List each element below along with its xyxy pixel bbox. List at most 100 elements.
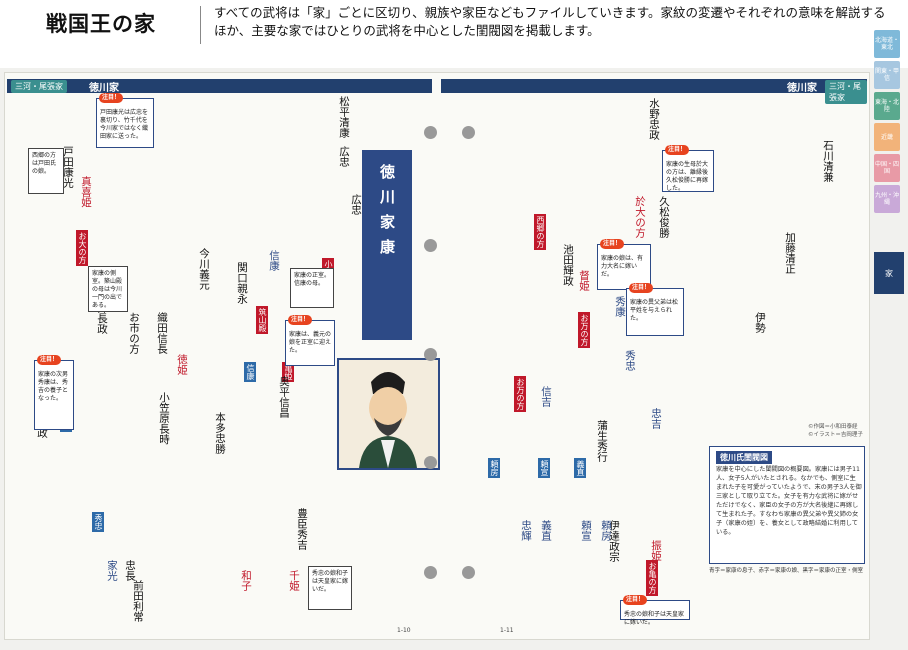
name-furihime: 振姫 <box>650 540 662 561</box>
ieyasu-portrait <box>337 358 440 470</box>
name-hideyasu: 秀康 <box>614 296 626 317</box>
tab-kinki[interactable]: 近畿 <box>874 123 900 151</box>
note-toda: 注目！ 戸田康光は広忠を裏切り、竹千代を今川家ではなく織田家に送った。 <box>96 93 154 148</box>
name-tadanaga: 忠長 <box>124 560 136 581</box>
header-divider <box>200 6 201 44</box>
note-badge: 注目！ <box>37 355 62 365</box>
tab-tokai[interactable]: 東海・北陸 <box>874 92 900 120</box>
name-iemitsu: 家光 <box>106 560 118 581</box>
name-ikeda: 池田輝政 <box>562 244 574 286</box>
name-oda: 織田信長 <box>156 312 168 354</box>
box-kazuko: 秀忠の娘和子は天皇家に嫁いだ。 <box>308 566 352 610</box>
tab-chugoku[interactable]: 中国・四国 <box>874 154 900 182</box>
note-toda-text: 戸田康光は広忠を裏切り、竹千代を今川家ではなく織田家に送った。 <box>100 109 149 140</box>
info-box-title: 徳川氏閨閥図 <box>716 451 772 464</box>
name-hirotada: 広忠 <box>350 194 362 215</box>
name-ogasawara: 小笠原長時 <box>158 392 170 445</box>
name-mizuno: 水野忠政 <box>648 98 660 140</box>
label-oman: お万の方 <box>578 312 590 348</box>
name-nobuyoshi: 信吉 <box>540 386 552 407</box>
info-box-body: 家康を中心にした閨閥図の概要図。家康には男子11人、女子5人がいたとされる。なか… <box>716 466 862 536</box>
right-region-tag: 三河・尾張家 <box>825 80 867 104</box>
note-ikeda: 注目！ 家康の娘は、有力大名に嫁いだ。 <box>597 239 651 290</box>
name-senhime: 千姫 <box>288 570 300 591</box>
name-nobuyasu: 信康 <box>268 250 280 271</box>
label-yoritomo: 頼房 <box>488 458 500 478</box>
name-hirotada-top: 広忠 <box>338 146 350 167</box>
note-date: 注目！ 秀忠の娘和子は天皇家に嫁いだ。 <box>620 595 690 626</box>
note-odai: 注目！ 家康の生母於大の方は、離縁後久松俊勝に再嫁した。 <box>662 145 714 192</box>
tab-ie-active[interactable]: 家 <box>874 252 904 294</box>
name-kato: 加藤清正 <box>784 232 796 274</box>
name-maeda: 前田利常 <box>132 580 144 622</box>
note-badge: 注目！ <box>629 283 654 293</box>
note-badge: 注目！ <box>99 93 124 103</box>
name-tokuhime-oda: 徳姫 <box>176 354 188 375</box>
note-ikeda-text: 家康の娘は、有力大名に嫁いだ。 <box>601 255 644 278</box>
credits: ©作図＝小和田泰経 ©イラスト＝吉岡理子 <box>808 423 863 439</box>
label-omanu: お万の方 <box>514 376 526 412</box>
note-badge: 注目！ <box>623 595 648 605</box>
name-odai: 於大の方 <box>634 196 646 238</box>
name-tadayoshi: 忠吉 <box>650 408 662 429</box>
name-toda: 戸田康光 <box>62 146 74 188</box>
tab-tohoku[interactable]: 北海道・東北 <box>874 30 900 58</box>
decor-dot <box>462 566 475 579</box>
box-chikugo: 家康の側室。築山殿の母は今川一門の出である。 <box>88 266 128 312</box>
label-chikugo: 筑山殿 <box>256 306 268 334</box>
box-saigo: 西郷の方は戸田氏の娘。 <box>28 148 64 194</box>
note-hidetada: 注目！ 家康の次男秀康は、秀吉の養子となった。 <box>34 355 74 430</box>
decor-dot <box>424 566 437 579</box>
page-number-right: 1-11 <box>500 627 514 634</box>
name-yorifusa: 頼房 <box>600 520 612 541</box>
label-okame: お亀の方 <box>646 560 658 596</box>
name-tadateru: 忠輝 <box>520 520 532 541</box>
tab-kyushu[interactable]: 九州・沖縄 <box>874 185 900 213</box>
label-odai: お大の方 <box>76 230 88 266</box>
name-yoshinao: 義直 <box>540 520 552 541</box>
name-kiyoyasu: 松平清康 <box>338 96 350 138</box>
label-hidetada: 秀忠 <box>92 512 104 532</box>
label-nobuyasu: 信康 <box>244 362 256 382</box>
tab-kanto[interactable]: 関東・甲信 <box>874 61 900 89</box>
name-hidetada-r: 秀忠 <box>624 350 636 371</box>
name-ise: 伊勢 <box>754 312 766 333</box>
name-toyotomi: 豊臣秀吉 <box>296 508 308 550</box>
central-banner: 徳川家康 <box>362 150 412 340</box>
name-date: 伊達政宗 <box>608 520 620 562</box>
name-gamou: 蒲生秀行 <box>596 420 608 462</box>
note-hideyasu: 注目！ 家康の異父弟は松平姓を与えられた。 <box>626 283 684 336</box>
page-header: 戦国王の家 すべての武将は「家」ごとに区切り、親族や家臣などもファイルしていきま… <box>0 0 908 60</box>
info-box: 徳川氏閨閥図 家康を中心にした閨閥図の概要図。家康には男子11人、女子5人がいた… <box>709 446 865 564</box>
name-yorinobu: 頼宣 <box>580 520 592 541</box>
name-imagawa: 今川義元 <box>198 248 210 290</box>
decor-dot <box>462 126 475 139</box>
decor-dot <box>424 239 437 252</box>
note-badge: 注目！ <box>288 315 313 325</box>
left-family-name: 徳川家 <box>89 83 119 94</box>
label-kamekiku: 亀姫 <box>282 362 294 382</box>
left-region-tag: 三河・尾張家 <box>11 80 67 93</box>
note-imagawa: 注目！ 家康は、義元の娘を正室に迎えた。 <box>285 315 335 366</box>
name-ishikawa: 石川清兼 <box>822 140 834 182</box>
ieyasu-illustration <box>339 360 438 468</box>
note-hideyasu-text: 家康の異父弟は松平姓を与えられた。 <box>630 299 679 322</box>
name-oichi: お市の方 <box>128 312 140 354</box>
left-header-bar: 三河・尾張家 徳川家 <box>7 79 432 94</box>
region-index-tabs: 北海道・東北 関東・甲信 東海・北陸 近畿 中国・四国 九州・沖縄 <box>874 30 904 216</box>
label-yorinobu: 頼宣 <box>538 458 550 478</box>
box-tsukiyama: 家康の正室。信康の母。 <box>290 268 334 308</box>
page-description: すべての武将は「家」ごとに区切り、親族や家臣などもファイルしていきます。家紋の変… <box>214 5 886 38</box>
note-badge: 注目！ <box>665 145 690 155</box>
note-badge: 注目！ <box>600 239 625 249</box>
name-kazuko: 和子 <box>240 570 252 591</box>
name-okudaira: 奥平信昌 <box>278 376 290 418</box>
decor-dot <box>424 126 437 139</box>
name-sekiguchi: 関口親永 <box>236 262 248 304</box>
note-odai-text: 家康の生母於大の方は、離縁後久松俊勝に再嫁した。 <box>666 161 709 192</box>
note-imagawa-text: 家康は、義元の娘を正室に迎えた。 <box>289 331 332 354</box>
decor-dot <box>424 456 437 469</box>
credit-chart: ©作図＝小和田泰経 <box>808 424 858 430</box>
credit-illustration: ©イラスト＝吉岡理子 <box>808 432 863 438</box>
label-yoshinao: 義直 <box>574 458 586 478</box>
